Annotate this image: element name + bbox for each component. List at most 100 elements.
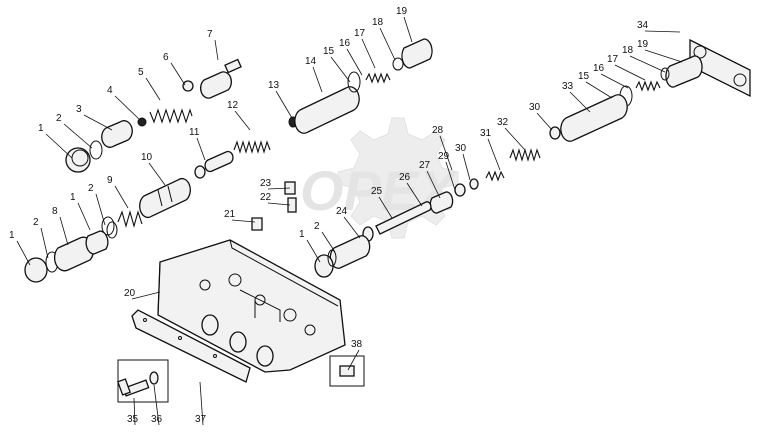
part-number-c34: 34 [637, 20, 649, 31]
leader-line-c16a [346, 48, 363, 76]
leader-line-c3 [83, 114, 113, 131]
leader-line-c31 [487, 138, 501, 171]
part-number-c17a: 17 [354, 28, 366, 39]
leader-line-c1d [306, 239, 321, 263]
leader-line-c18b [629, 55, 666, 73]
part-number-c19b: 19 [637, 39, 649, 50]
part-number-c1a: 1 [38, 123, 44, 134]
leader-line-c29 [445, 161, 456, 191]
part-number-c2d: 2 [314, 221, 320, 232]
part-number-c32: 32 [497, 117, 509, 128]
callout-labels: 1234567121110921821131415161718193419181… [9, 6, 683, 426]
part-number-c22: 22 [260, 192, 272, 203]
leader-line-c15b [585, 81, 613, 99]
watermark: OPEX [300, 117, 459, 239]
part-number-c3: 3 [76, 104, 82, 115]
leader-line-c8 [59, 216, 69, 246]
part-number-c33: 33 [562, 81, 574, 92]
leader-line-c16b [600, 73, 629, 89]
part-number-c28: 28 [432, 125, 444, 136]
leader-line-c25 [378, 196, 393, 219]
part-number-c31: 31 [480, 128, 492, 139]
leader-line-c32 [504, 127, 526, 151]
part-number-c26: 26 [399, 172, 411, 183]
leader-line-c18a [379, 27, 396, 61]
part-number-c30b: 30 [455, 143, 467, 154]
bolt-and-washer [117, 371, 159, 397]
leader-line-c19b [644, 49, 683, 63]
valve-body [157, 239, 355, 377]
detail-box-38 [329, 355, 365, 387]
detail-box-35-36 [117, 359, 169, 403]
part-number-c2a: 2 [56, 113, 62, 124]
leader-line-c17a [361, 38, 376, 69]
fittings-21-23 [251, 181, 297, 231]
leader-line-c37 [199, 381, 204, 426]
leader-line-c12 [234, 110, 251, 131]
leader-line-c33 [569, 91, 591, 113]
leader-line-c28 [439, 135, 453, 171]
part-number-c18a: 18 [372, 17, 384, 28]
part-number-c18b: 18 [622, 45, 634, 56]
leader-line-c36 [153, 384, 160, 426]
valve-assembly-top-right [549, 38, 751, 142]
leader-line-c9 [114, 185, 129, 209]
gasket [131, 309, 251, 383]
part-number-c17b: 17 [607, 54, 619, 65]
part-number-c20: 20 [124, 288, 136, 299]
part-number-c6: 6 [163, 52, 169, 63]
leader-line-c26 [406, 182, 423, 207]
part-number-c21: 21 [224, 209, 236, 220]
valve-assembly-top-center [288, 38, 433, 134]
part-number-c35: 35 [127, 414, 139, 425]
part-number-c38: 38 [351, 339, 363, 350]
leader-line-c21 [231, 219, 256, 223]
part-number-c7: 7 [207, 29, 213, 40]
part-number-c19a: 19 [396, 6, 408, 17]
part-number-c13: 13 [268, 80, 280, 91]
valve-assembly-bottom-left [24, 221, 118, 283]
part-number-c16b: 16 [593, 63, 605, 74]
leader-line-c15a [330, 56, 351, 83]
part-number-c9: 9 [107, 175, 113, 186]
leader-line-c2a [63, 123, 93, 149]
part-number-c27: 27 [419, 160, 431, 171]
leader-line-c10 [148, 162, 166, 186]
leader-line-c6 [170, 62, 186, 86]
part-number-c1c: 1 [9, 230, 15, 241]
leader-line-c11 [196, 137, 206, 161]
part-number-c30a: 30 [529, 102, 541, 113]
leader-line-c5 [145, 77, 161, 101]
part-number-c2c: 2 [33, 217, 39, 228]
leader-line-c2c [40, 227, 49, 259]
part-number-c5: 5 [138, 67, 144, 78]
part-number-c24: 24 [336, 206, 348, 217]
leader-line-c1b [77, 202, 91, 231]
leader-line-c30b [462, 153, 471, 181]
valve-assembly-top-left [65, 58, 242, 173]
leader-line-c14 [312, 66, 323, 93]
leader-line-c22 [267, 202, 291, 206]
leader-line-c27 [426, 170, 441, 199]
leader-line-c20 [131, 291, 161, 300]
leader-line-c38 [347, 349, 360, 371]
part-number-c10: 10 [141, 152, 153, 163]
leader-line-c30a [536, 112, 553, 131]
part-number-c25: 25 [371, 186, 383, 197]
leader-line-c2d [321, 231, 336, 253]
leader-line-c24 [343, 216, 361, 239]
leader-line-c23 [267, 187, 291, 190]
part-number-c36: 36 [151, 414, 163, 425]
leader-line-c13 [275, 90, 293, 119]
part-number-c14: 14 [305, 56, 317, 67]
leader-line-c7 [214, 39, 219, 61]
part-number-c11: 11 [189, 127, 200, 138]
part-number-c23: 23 [260, 178, 272, 189]
leader-line-c35 [133, 397, 136, 426]
leader-line-c4 [114, 95, 141, 121]
part-number-c8: 8 [52, 206, 58, 217]
part-number-c29: 29 [438, 151, 450, 162]
leader-line-c17b [614, 64, 646, 81]
part-number-c16a: 16 [339, 38, 351, 49]
